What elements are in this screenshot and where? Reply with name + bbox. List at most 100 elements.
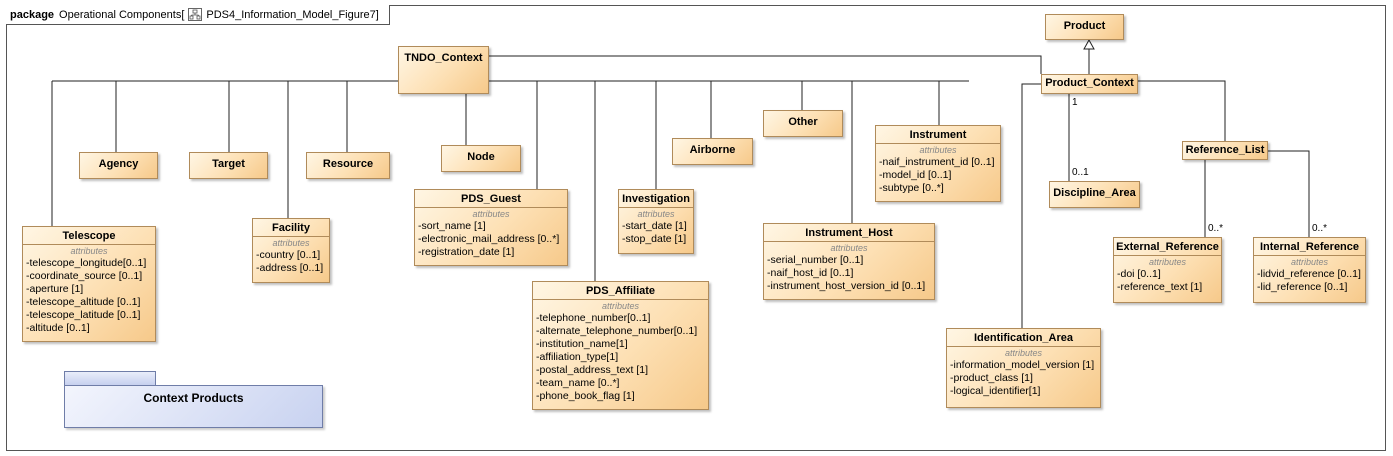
multiplicity-external-reference: 0..* [1208,223,1224,234]
attribute: -model_id [0..1] [879,169,952,181]
class-name: TNDO_Context [404,52,483,64]
attribute: -naif_instrument_id [0..1] [879,156,995,168]
attributes-stereotype: attributes [830,243,868,253]
class-discipline-area[interactable]: Discipline_Area [1049,181,1140,208]
attribute: -electronic_mail_address [0..*] [418,233,560,245]
class-product-context[interactable]: Product_Context [1041,74,1138,94]
attributes-stereotype: attributes [70,246,108,256]
class-name: Discipline_Area [1053,187,1136,199]
class-tndo-context[interactable]: TNDO_Context [398,46,489,94]
class-name: Agency [98,158,139,170]
attribute: -information_model_version [1] [950,359,1095,371]
attribute: -postal_address_text [1] [536,364,649,376]
attributes-stereotype: attributes [637,209,675,219]
multiplicity-internal-reference: 0..* [1312,223,1328,234]
class-identification-area[interactable]: Identification_Area attributes -informat… [946,328,1101,408]
diagram-name: PDS4_Information_Model_Figure7 [206,8,376,21]
generalization-arrowhead [1083,38,1095,50]
attribute: -product_class [1] [950,372,1033,384]
multiplicity-product-context: 1 [1072,97,1078,108]
class-airborne[interactable]: Airborne [672,138,753,165]
class-instrument[interactable]: Instrument attributes -naif_instrument_i… [875,125,1001,202]
class-name: Resource [322,158,374,170]
bracket-open: [ [181,8,185,21]
attribute: -altitude [0..1] [26,322,90,334]
class-name: Reference_List [1185,144,1265,156]
attribute: -registration_date [1] [418,246,515,258]
attribute: -telescope_altitude [0..1] [26,296,141,308]
package-label: Context Products [143,391,244,405]
package-frame [6,5,1386,451]
line-to-identification-area [1021,83,1041,328]
line-ref-to-internal [1268,150,1310,237]
class-agency[interactable]: Agency [79,152,158,179]
class-instrument-host[interactable]: Instrument_Host attributes -serial_numbe… [763,223,935,300]
class-name: Instrument_Host [805,227,893,239]
attributes-stereotype: attributes [1290,257,1329,267]
class-pds-guest[interactable]: PDS_Guest attributes -sort_name [1] -ele… [414,189,568,266]
class-investigation[interactable]: Investigation attributes -start_date [1]… [618,189,694,254]
class-name: Identification_Area [973,332,1074,344]
attributes-stereotype: attributes [272,238,310,248]
package-header: package Operational Components [ PDS4_In… [6,5,390,25]
package-tab [64,371,156,386]
class-name: Telescope [62,230,116,242]
attribute: -subtype [0..*] [879,182,944,194]
attribute: -aperture [1] [26,283,84,295]
class-other[interactable]: Other [763,110,843,137]
package-keyword: package [10,8,55,21]
attribute: -address [0..1] [256,262,324,274]
attribute: -start_date [1] [622,220,687,232]
class-facility[interactable]: Facility attributes -country [0..1] -add… [252,218,330,283]
attributes-stereotype: attributes [919,145,957,155]
class-name: Product [1063,20,1106,32]
attribute: -team_name [0..*] [536,377,620,389]
attribute: -reference_text [1] [1117,281,1203,293]
class-node[interactable]: Node [441,145,521,172]
class-name: PDS_Guest [461,193,521,205]
attributes-stereotype: attributes [1004,348,1043,358]
class-name: Node [467,151,495,163]
attribute: -naif_host_id [0..1] [767,267,854,279]
tndo-to-product-context-line [489,55,1042,74]
attribute: -logical_identifier[1] [950,385,1041,397]
class-internal-reference[interactable]: Internal_Reference attributes -lidvid_re… [1253,237,1366,303]
attribute: -telescope_latitude [0..1] [26,309,141,321]
line-pc-to-reference-list [1138,80,1226,141]
attribute: -country [0..1] [256,249,321,261]
attribute: -lidvid_reference [0..1] [1257,268,1361,280]
attribute: -telephone_number[0..1] [536,312,651,324]
attribute: -coordinate_source [0..1] [26,270,143,282]
class-name: Airborne [689,144,736,156]
class-pds-affiliate[interactable]: PDS_Affiliate attributes -telephone_numb… [532,281,709,410]
attributes-stereotype: attributes [1148,257,1187,267]
class-name: PDS_Affiliate [585,285,656,297]
class-product[interactable]: Product [1045,14,1124,40]
multiplicity-discipline-area: 0..1 [1072,167,1089,178]
attributes-stereotype: attributes [601,301,640,311]
class-resource[interactable]: Resource [306,152,390,179]
class-name: Other [788,116,818,128]
class-telescope[interactable]: Telescope attributes -telescope_longitud… [22,226,156,342]
attribute: -stop_date [1] [622,233,687,245]
class-target[interactable]: Target [189,152,268,179]
attribute: -doi [0..1] [1117,268,1161,280]
attribute: -phone_book_flag [1] [536,390,635,402]
attribute: -affiliation_type[1] [536,351,619,363]
class-diagram-icon [188,8,203,21]
attribute: -serial_number [0..1] [767,254,864,266]
class-external-reference[interactable]: External_Reference attributes -doi [0..1… [1113,237,1222,303]
class-name: Product_Context [1045,77,1134,89]
attribute: -institution_name[1] [536,338,628,350]
package-name: Operational Components [59,8,182,21]
class-name: Target [212,158,245,170]
class-name: Internal_Reference [1259,241,1360,253]
package-context-products[interactable]: Context Products [64,385,323,428]
class-name: Instrument [909,129,967,141]
attribute: -lid_reference [0..1] [1257,281,1348,293]
class-reference-list[interactable]: Reference_List [1182,141,1268,160]
attribute: -sort_name [1] [418,220,486,232]
attribute: -telescope_longitude[0..1] [26,257,147,269]
class-name: Investigation [622,193,690,205]
